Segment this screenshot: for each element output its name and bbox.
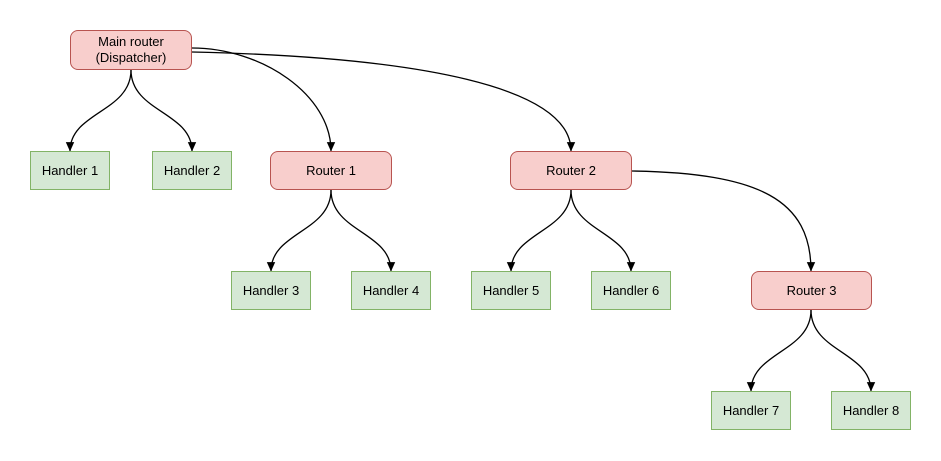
node-router-2: Router 2 xyxy=(510,151,632,190)
edge-router-2-to-handler-5 xyxy=(506,189,572,272)
edge-router-2-to-router-3 xyxy=(631,170,816,272)
edge-router-1-to-handler-3 xyxy=(266,189,332,272)
edge-main-router-to-router-1 xyxy=(191,47,336,152)
node-handler-5: Handler 5 xyxy=(471,271,551,310)
node-router-3: Router 3 xyxy=(751,271,872,310)
node-router-1: Router 1 xyxy=(270,151,392,190)
edge-main-router-to-handler-1 xyxy=(65,69,132,152)
node-handler-6: Handler 6 xyxy=(591,271,671,310)
edge-main-router-to-handler-2 xyxy=(130,69,197,152)
edge-main-router-to-router-2 xyxy=(191,51,576,152)
node-handler-7: Handler 7 xyxy=(711,391,791,430)
edge-router-3-to-handler-7 xyxy=(746,309,812,392)
edge-router-3-to-handler-8 xyxy=(810,309,876,392)
node-handler-1: Handler 1 xyxy=(30,151,110,190)
node-handler-3: Handler 3 xyxy=(231,271,311,310)
edge-router-1-to-handler-4 xyxy=(330,189,396,272)
node-main-router: Main router (Dispatcher) xyxy=(70,30,192,70)
edge-router-2-to-handler-6 xyxy=(570,189,636,272)
node-handler-2: Handler 2 xyxy=(152,151,232,190)
node-handler-8: Handler 8 xyxy=(831,391,911,430)
node-handler-4: Handler 4 xyxy=(351,271,431,310)
